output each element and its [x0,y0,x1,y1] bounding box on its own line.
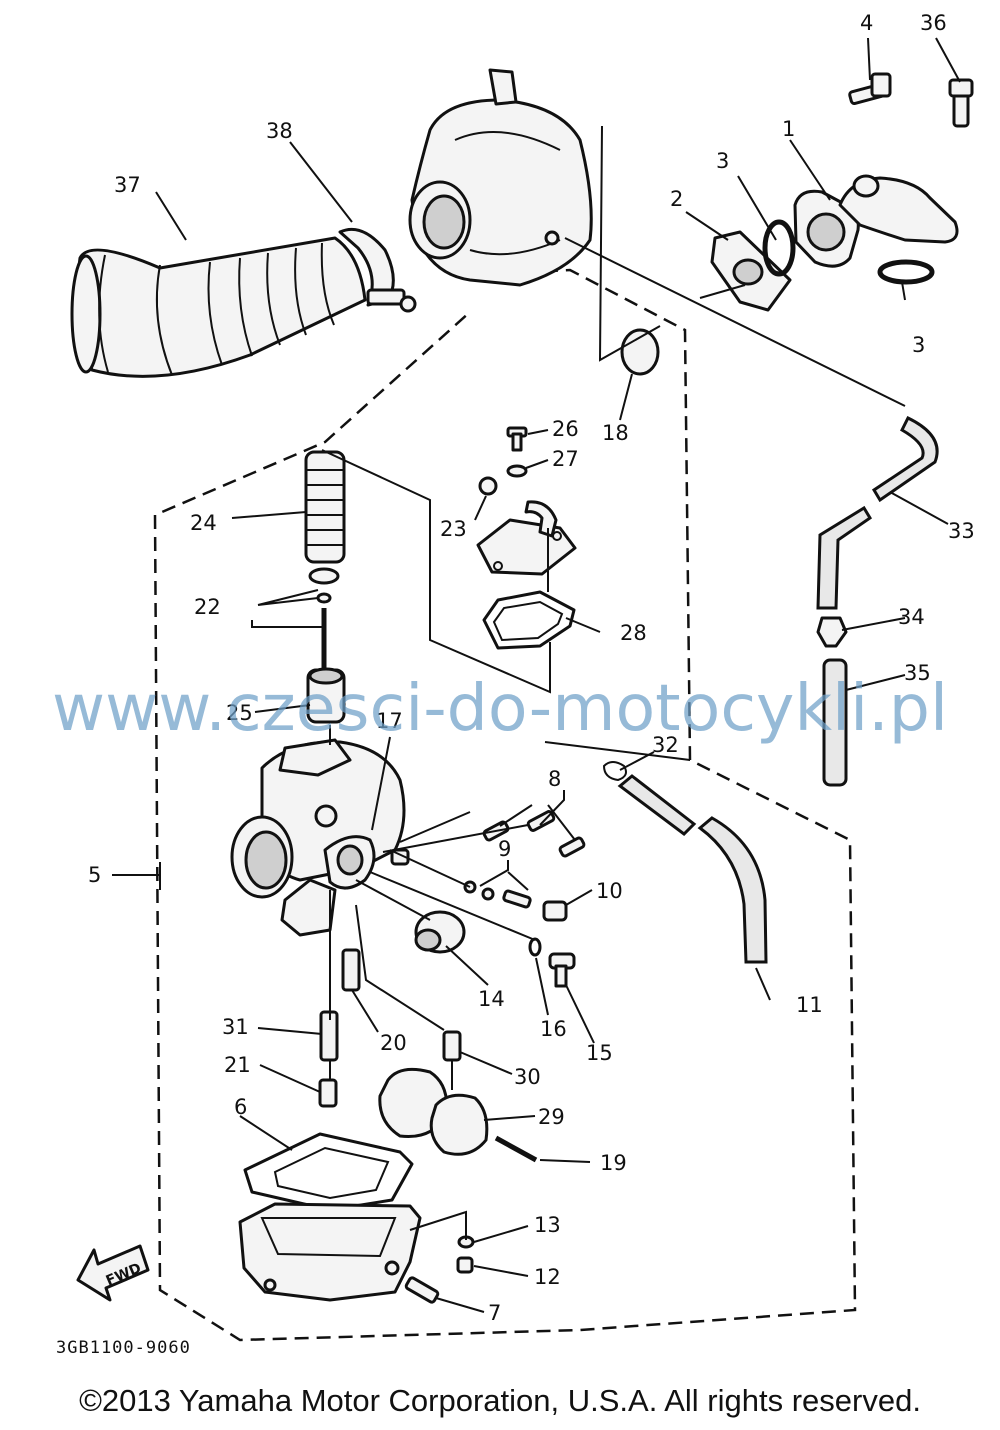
gasket-18 [620,328,660,376]
callout-16: 16 [540,1017,567,1041]
bolt-4 [848,72,892,106]
o-ring-upper [762,219,796,277]
callout-24: 24 [190,511,217,535]
callout-21: 21 [224,1053,251,1077]
callout-3-lower: 3 [912,333,925,357]
callout-26: 26 [552,417,579,441]
screw-set-9 [463,880,532,909]
callout-27: 27 [552,447,579,471]
overflow-hose-32 [617,774,697,836]
carburetor-body [230,738,410,937]
screw-10 [542,900,568,922]
callout-12: 12 [534,1265,561,1289]
callout-35: 35 [904,661,931,685]
intake-manifold [793,174,959,268]
float-bowl-gasket [243,1132,414,1212]
drain-screw-7 [404,1276,440,1304]
o-ring-lower [877,259,935,285]
callout-leaders [112,37,961,1313]
float-29 [378,1067,489,1156]
callout-34: 34 [898,605,925,629]
overflow-hose-11 [697,816,768,964]
callout-4: 4 [860,11,873,35]
assembly-boundary [153,268,857,1342]
spring-seat [308,567,340,585]
plug-23 [478,476,498,496]
main-jet-20 [341,948,361,992]
callout-17: 17 [376,709,403,733]
forward-arrow-icon: FWD [76,1244,150,1302]
callout-8: 8 [548,767,561,791]
screw-26 [506,426,528,452]
callout-19: 19 [600,1151,627,1175]
manifold-insulator [710,230,792,312]
callout-6: 6 [234,1095,247,1119]
callout-14: 14 [478,987,505,1011]
callout-15: 15 [586,1041,613,1065]
gasket-6-inner [273,1146,390,1200]
callout-25: 25 [226,701,253,725]
callout-22: 22 [194,595,221,619]
callout-3-upper: 3 [716,149,729,173]
callout-20: 20 [380,1031,407,1055]
vent-hose-33 [871,416,939,503]
callout-13: 13 [534,1213,561,1237]
cap-14 [414,910,466,954]
washer-16 [528,937,542,957]
diagram-code: 3GB1100-9060 [56,1338,191,1358]
vent-hose-35 [822,658,848,787]
callout-5: 5 [88,863,101,887]
carburetor-top-cover [476,500,577,576]
callout-37: 37 [114,173,141,197]
callout-36: 36 [920,11,947,35]
callout-23: 23 [440,517,467,541]
callout-numbers: 4 36 1 3 2 3 18 38 37 26 27 23 33 24 22 … [88,11,975,1325]
hose-clip-32 [602,761,627,782]
throttle-spring [304,450,346,564]
copyright-notice: ©2013 Yamaha Motor Corporation, U.S.A. A… [79,1383,921,1418]
pilot-jet-21 [318,1078,338,1108]
callout-38: 38 [266,119,293,143]
valve-seat-30 [442,1030,462,1062]
screw-12 [456,1256,474,1274]
callout-32: 32 [652,733,679,757]
callout-18: 18 [602,421,629,445]
cover-gasket-28 [482,590,576,650]
needle-clip [316,592,332,604]
intake-duct [70,236,367,378]
callout-11: 11 [796,993,823,1017]
watermark: www.czesci-do-motocykli.pl [52,672,948,746]
float-bowl [238,1202,422,1302]
callout-7: 7 [488,1301,501,1325]
callout-33: 33 [948,519,975,543]
assembly-lines [321,125,906,1240]
hose-clamp [338,227,417,313]
air-box-housing [408,68,593,287]
callout-31: 31 [222,1015,249,1039]
callout-28: 28 [620,621,647,645]
throttle-valve [306,667,346,724]
callout-1: 1 [782,117,795,141]
washer-27 [506,464,528,478]
hose-joint-34 [816,616,848,648]
callout-10: 10 [596,879,623,903]
callout-30: 30 [514,1065,541,1089]
gasket-inner-edge [492,600,564,642]
float-pin-19 [494,1135,538,1163]
callout-2: 2 [670,187,683,211]
callout-9: 9 [498,837,511,861]
callout-29: 29 [538,1105,565,1129]
vent-hose-33b [816,505,873,610]
screw-15 [548,952,576,988]
bolt-36 [948,78,974,128]
